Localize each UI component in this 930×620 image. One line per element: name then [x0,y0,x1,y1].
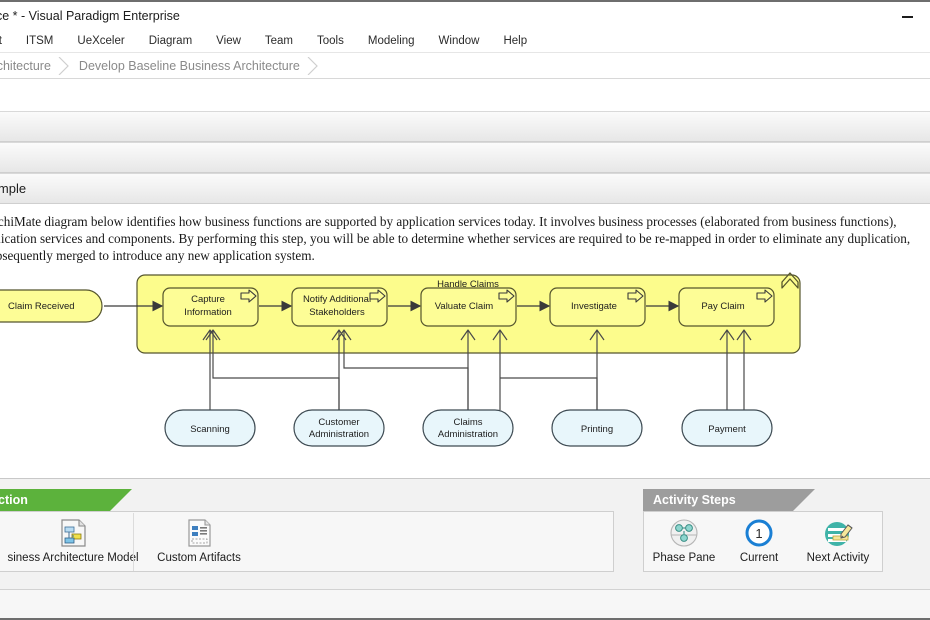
menu-item-itsm[interactable]: ITSM [25,34,54,47]
content-top-spacer [0,79,930,111]
diagram-node-scanning[interactable]: Scanning [164,409,256,447]
node-label-line1: Notify Additional [303,294,371,305]
group-label: Handle Claims [437,279,499,290]
breadcrumb-item-label: Develop Baseline Business Architecture [78,58,300,73]
menu-bar: ject ITSM UeXceler Diagram View Team Too… [0,29,930,53]
menu-item-project[interactable]: ject [0,33,14,49]
content-area: view uction Sample ArchiMate diagram bel… [0,79,930,478]
business-process-arrow-icon [627,289,644,303]
bottom-status-strip [0,589,930,620]
action-tile-custom-artifacts[interactable]: Custom Artifacts [134,512,264,564]
serving-connectors [202,329,752,410]
minimize-icon [901,15,913,18]
diagram-node-capture-information[interactable]: Capture Information [162,287,259,327]
business-function-icon [781,272,799,289]
node-label-line2: Stakeholders [309,307,365,318]
diagram-node-payment[interactable]: Payment [681,409,773,447]
phase-pane-icon [668,516,700,550]
step-tile-label: Phase Pane [652,552,716,564]
window-bottom-edge [0,618,930,620]
business-architecture-model-icon [58,516,88,550]
action-tile-label: siness Architecture Model [7,552,139,564]
breadcrumb-item-develop-baseline[interactable]: Develop Baseline Business Architecture [71,53,320,78]
chevron-right-icon [58,56,69,75]
body-line-1: ArchiMate diagram below identifies how b… [0,214,897,229]
step-tile-label: Current [739,552,779,564]
chevron-right-icon [307,56,318,75]
section-header-overview[interactable]: view [0,111,930,142]
body-paragraph: ArchiMate diagram below identifies how b… [0,204,930,270]
node-label: Claim Received [8,301,75,312]
business-process-arrow-icon [240,289,257,303]
business-process-arrow-icon [369,289,386,303]
node-label-line1: Claims [453,417,482,428]
action-panel-banner: ction [0,489,132,511]
menu-item-modeling[interactable]: Modeling [367,34,415,47]
node-label-single: Scanning [190,424,230,435]
action-tile-business-architecture-model[interactable]: siness Architecture Model [7,512,139,564]
diagram-node-customer-administration[interactable]: Customer Administration [293,409,385,447]
node-label-line1: Investigate [571,301,617,312]
panel-divider [133,513,134,571]
diagram-node-claims-administration[interactable]: Claims Administration [422,409,514,447]
menu-item-window[interactable]: Window [438,34,480,47]
node-label-single: Payment [708,424,746,435]
menu-item-diagram[interactable]: Diagram [148,34,193,47]
node-label-line1: Valuate Claim [435,301,494,312]
step-tile-current[interactable]: 1 Current [728,512,790,564]
title-bar: ce * - Visual Paradigm Enterprise [0,0,930,29]
activity-steps-banner: Activity Steps [643,489,815,511]
business-process-arrow-icon [498,289,515,303]
node-label-single: Printing [581,424,613,435]
current-step-badge: 1 [755,526,762,541]
section-header-introduction[interactable]: uction [0,142,930,173]
next-activity-icon [822,516,854,550]
action-tile-label: Custom Artifacts [157,552,241,564]
node-label-line1: Capture [191,294,225,305]
node-label-line2: Administration [309,429,369,440]
activity-steps-banner-label: Activity Steps [653,493,736,507]
window-title: ce * - Visual Paradigm Enterprise [0,8,180,23]
menu-item-uexceler[interactable]: UeXceler [77,34,125,47]
body-line-2: pplication services and components. By p… [0,231,911,246]
custom-artifacts-icon [184,516,214,550]
action-panel-banner-label: ction [0,493,28,507]
diagram-node-valuate-claim[interactable]: Valuate Claim [420,287,517,327]
menu-item-help[interactable]: Help [503,34,528,47]
menu-item-team[interactable]: Team [264,34,294,47]
banner-tail-shape [110,489,132,511]
action-panel-box: siness Architecture Model [0,511,614,572]
step-tile-phase-pane[interactable]: Phase Pane [648,512,720,564]
section-header-label: Sample [0,181,27,196]
node-label-line2: Information [184,307,232,318]
menu-item-view[interactable]: View [216,34,241,47]
node-label-line2: Administration [438,429,498,440]
breadcrumb: siness Architecture Develop Baseline Bus… [0,53,930,79]
banner-tail-shape [793,489,815,511]
diagram-node-printing[interactable]: Printing [551,409,643,447]
window-controls [884,2,930,31]
current-step-icon: 1 [743,516,775,550]
activity-steps-box: Phase Pane 1 Current [643,511,883,572]
breadcrumb-item-business-architecture[interactable]: siness Architecture [0,53,71,78]
minimize-button[interactable] [884,2,930,31]
diagram-node-investigate[interactable]: Investigate [549,287,646,327]
step-tile-label: Next Activity [806,552,870,564]
body-line-3: subsequently merged to introduce any new… [0,248,315,263]
diagram-node-claim-received[interactable]: Claim Received [0,289,103,323]
diagram-node-pay-claim[interactable]: Pay Claim [678,287,775,327]
archimate-diagram[interactable]: Handle Claims Claim Received [0,270,930,470]
section-header-sample[interactable]: Sample [0,173,930,204]
business-process-arrow-icon [756,289,773,303]
node-label-line1: Customer [318,417,359,428]
diagram-node-notify-additional-stakeholders[interactable]: Notify Additional Stakeholders [291,287,388,327]
step-tile-next-activity[interactable]: Next Activity [798,512,878,564]
menu-item-tools[interactable]: Tools [317,34,344,47]
node-label-line1: Pay Claim [701,301,744,312]
breadcrumb-item-label: siness Architecture [0,58,51,73]
bottom-panel: ction sin [0,478,930,620]
